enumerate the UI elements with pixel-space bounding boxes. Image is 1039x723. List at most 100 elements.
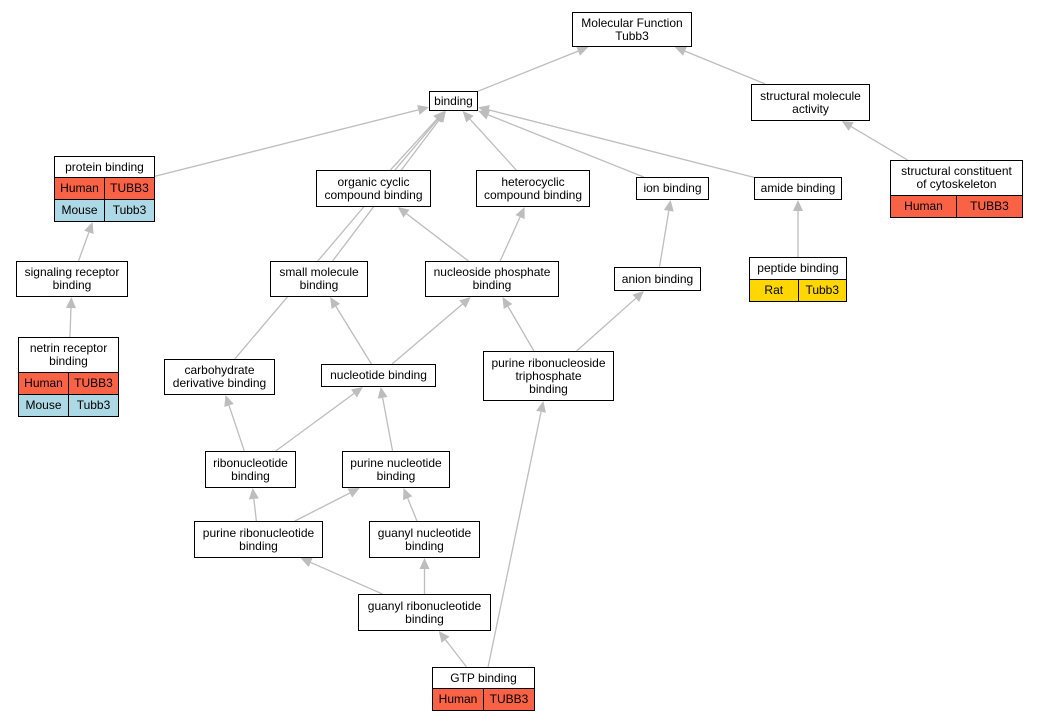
arrowhead-cdb-to-binding xyxy=(434,111,446,123)
term-label: amide binding xyxy=(760,181,836,195)
edge-nrb-to-srb xyxy=(69,307,72,338)
annotation-row: Mouse Tubb3 xyxy=(19,394,118,416)
term-node-srb[interactable]: signaling receptor binding xyxy=(16,261,128,297)
term-label: carbohydrate derivative binding xyxy=(172,363,267,390)
term-node-hcb[interactable]: heterocyclic compound binding xyxy=(476,170,590,207)
term-node-nb[interactable]: nucleotide binding xyxy=(321,364,436,387)
term-node-npb[interactable]: nucleoside phosphate binding xyxy=(425,261,559,297)
arrowhead-npb-to-occb xyxy=(397,207,410,218)
gene-cell: Tubb3 xyxy=(104,200,154,221)
arrowhead-nrb-to-srb xyxy=(65,297,76,309)
term-label: anion binding xyxy=(621,271,694,286)
arrowhead-pnb-to-nb xyxy=(377,387,388,399)
species-cell: Human xyxy=(24,376,63,390)
term-node-grnb[interactable]: guanyl ribonucleotide binding xyxy=(358,594,491,631)
species-cell: Human xyxy=(904,199,943,213)
term-label: signaling receptor binding xyxy=(24,265,120,292)
species-cell: Human xyxy=(438,692,478,706)
arrowhead-prnb-to-pnb xyxy=(347,488,360,498)
edge-cdb-to-binding xyxy=(234,118,439,360)
gene-cell: TUBB3 xyxy=(104,178,154,199)
edge-prtb-to-npb xyxy=(507,306,535,352)
arrowhead-prnb-to-rnb xyxy=(248,488,259,500)
arrowhead-gtpb-to-grnb xyxy=(438,631,450,643)
term-label: peptide binding xyxy=(757,261,839,275)
edge-pnb-to-nb xyxy=(382,397,394,452)
gene-cell: TUBB3 xyxy=(483,689,534,710)
term-label: small molecule binding xyxy=(279,265,359,292)
arrowhead-nb-to-npb xyxy=(459,297,471,308)
gene-cell: TUBB3 xyxy=(956,196,1022,217)
edge-sma-to-mf xyxy=(684,50,766,85)
term-label: structural molecule activity xyxy=(760,88,861,116)
term-node-rnb[interactable]: ribonucleotide binding xyxy=(205,451,296,488)
term-label: guanyl ribonucleotide binding xyxy=(367,598,482,626)
term-node-ionb[interactable]: ion binding xyxy=(636,177,709,200)
arrowhead-binding-to-mf xyxy=(576,46,589,56)
annotation-row: Human TUBB3 xyxy=(891,195,1022,217)
edge-hcb-to-binding xyxy=(469,118,517,171)
term-label: guanyl nucleotide binding xyxy=(377,525,472,553)
term-label: purine ribonucleoside triphosphate bindi… xyxy=(491,355,606,396)
edge-prnb-to-pnb xyxy=(294,492,351,522)
term-label: heterocyclic compound binding xyxy=(483,174,583,202)
arrowhead-prtb-to-anionb xyxy=(632,291,645,303)
edge-nb-to-npb xyxy=(391,303,463,365)
term-node-amideb[interactable]: amide binding xyxy=(754,177,842,200)
term-node-mf[interactable]: Molecular Function Tubb3 xyxy=(572,12,692,47)
edge-occb-to-binding xyxy=(389,118,438,171)
arrowhead-anionb-to-ionb xyxy=(663,200,674,212)
term-node-occb[interactable]: organic cyclic compound binding xyxy=(316,170,431,207)
arrowhead-hcb-to-binding xyxy=(462,111,474,123)
edge-prnb-to-rnb xyxy=(253,498,258,522)
term-node-binding[interactable]: binding xyxy=(429,91,478,111)
edge-srb-to-pb xyxy=(77,232,90,262)
term-node-sma[interactable]: structural molecule activity xyxy=(751,84,870,121)
edge-gnb-to-pnb xyxy=(407,497,418,522)
annotation-row: Human TUBB3 xyxy=(433,688,534,710)
term-label: nucleoside phosphate binding xyxy=(433,265,551,292)
edge-nb-to-smb xyxy=(335,306,372,365)
term-node-cdb[interactable]: carbohydrate derivative binding xyxy=(164,359,275,395)
term-node-prtb[interactable]: purine ribonucleoside triphosphate bindi… xyxy=(483,351,614,401)
term-label: binding xyxy=(434,93,473,108)
species-cell: Mouse xyxy=(25,398,62,412)
term-node-anionb[interactable]: anion binding xyxy=(614,267,701,291)
edge-npb-to-occb xyxy=(406,213,469,262)
term-label: protein binding xyxy=(65,159,144,174)
term-label: nucleotide binding xyxy=(330,368,427,382)
term-label: purine ribonucleotide binding xyxy=(202,525,315,553)
species-cell: Rat xyxy=(764,283,784,297)
edge-scc-to-sma xyxy=(850,126,908,161)
arrowhead-gnb-to-pnb xyxy=(403,488,413,501)
term-label: GTP binding xyxy=(450,670,517,685)
gene-cell: TUBB3 xyxy=(68,373,118,394)
edge-npb-to-hcb xyxy=(499,216,521,262)
gene-cell: Tubb3 xyxy=(68,395,118,416)
term-node-smb[interactable]: small molecule binding xyxy=(270,261,368,297)
edge-rnb-to-cdb xyxy=(228,405,245,452)
arrowhead-pepb-to-amideb xyxy=(793,200,803,211)
edge-pb-to-binding xyxy=(154,109,419,177)
arrowhead-srb-to-pb xyxy=(84,222,94,235)
term-node-pnb[interactable]: purine nucleotide binding xyxy=(342,451,450,488)
edge-gtpb-to-prtb xyxy=(487,411,542,668)
term-node-gnb[interactable]: guanyl nucleotide binding xyxy=(369,521,480,558)
arrowhead-sma-to-mf xyxy=(674,46,687,56)
arrowhead-scc-to-sma xyxy=(841,121,854,131)
annotation-row: Human TUBB3 xyxy=(19,372,118,394)
arrowhead-amideb-to-binding xyxy=(478,105,490,115)
term-label: Molecular Function Tubb3 xyxy=(581,15,683,43)
term-label: ion binding xyxy=(643,181,702,195)
term-node-prnb[interactable]: purine ribonucleotide binding xyxy=(194,521,323,558)
term-label: ribonucleotide binding xyxy=(213,455,288,483)
